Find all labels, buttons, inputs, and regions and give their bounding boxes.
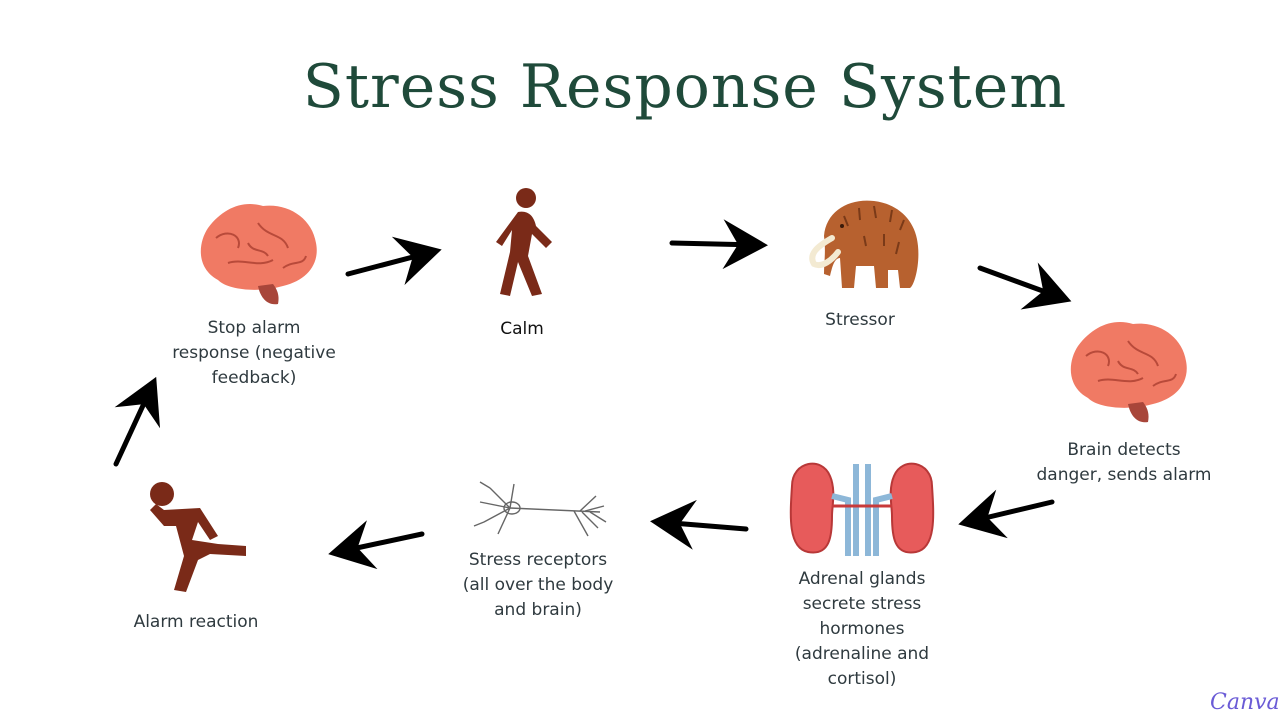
node-label-calm: Calm [500, 319, 544, 339]
node-label-alarm-reaction: Alarm reaction [133, 612, 259, 632]
neuron-icon [473, 481, 607, 537]
arrow-reaction-to-feedback [113, 376, 161, 467]
arrow-receptors-to-reaction [328, 520, 425, 570]
arrow-stressor-to-brain [977, 262, 1072, 310]
mammoth-icon [809, 200, 919, 288]
page-title: Stress Response System [302, 52, 1068, 122]
running-person-icon [150, 482, 246, 592]
node-label-stop-alarm: Stop alarm response (negative feedback) [172, 318, 336, 388]
node-label-receptors: Stress receptors (all over the body and … [462, 550, 614, 620]
arrow-brain-to-adrenal [958, 489, 1055, 539]
node-label-stressor: Stressor [825, 310, 895, 330]
node-label-adrenal: Adrenal glands secrete stress hormones (… [794, 569, 930, 689]
arrow-calm-to-stressor [669, 219, 768, 270]
canva-watermark: Canva [1210, 690, 1280, 715]
adrenal-glands-icon [789, 462, 935, 556]
brain-icon [1070, 322, 1187, 423]
arrow-feedback-to-calm [345, 236, 442, 286]
brain-icon [200, 204, 317, 305]
node-label-brain-detects: Brain detects danger, sends alarm [1036, 440, 1212, 485]
arrow-adrenal-to-receptors [650, 499, 749, 550]
walking-person-icon [496, 188, 552, 296]
